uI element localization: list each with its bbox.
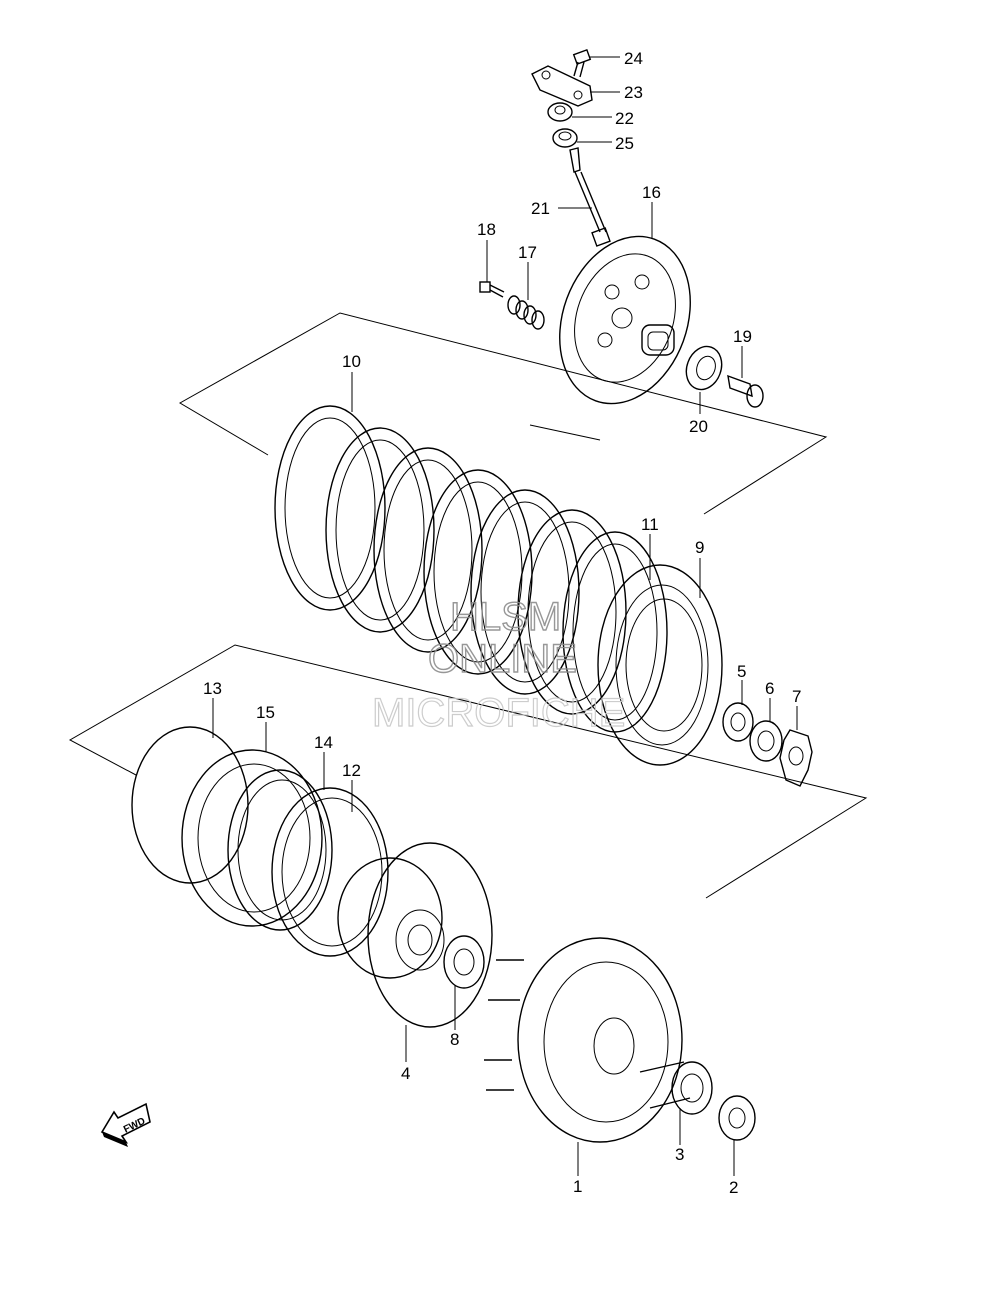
callout-10[interactable]: 10 — [342, 352, 361, 371]
hub-disk-9[interactable] — [597, 564, 723, 766]
fwd-arrow-icon: FWD — [100, 1102, 151, 1147]
callout-13[interactable]: 13 — [203, 679, 222, 698]
clutch-sleeve-hub-4[interactable] — [337, 842, 493, 1028]
bolt-24[interactable] — [572, 49, 592, 78]
lock-washer-7[interactable] — [779, 729, 813, 787]
callout-labels: 24 23 22 25 16 21 18 17 19 10 20 11 9 5 … — [203, 49, 801, 1197]
callout-6[interactable]: 6 — [765, 679, 774, 698]
spring-17[interactable] — [507, 295, 545, 330]
callout-11[interactable]: 11 — [641, 515, 659, 534]
callout-2[interactable]: 2 — [729, 1178, 738, 1197]
lifter-piece-19[interactable] — [727, 374, 764, 408]
callout-17[interactable]: 17 — [518, 243, 537, 262]
clutch-plate-stack-10[interactable] — [274, 405, 668, 733]
push-rod-21[interactable] — [569, 147, 611, 247]
thrust-washer-2[interactable] — [718, 1095, 756, 1141]
callout-20[interactable]: 20 — [689, 417, 708, 436]
spring-plate-15[interactable] — [181, 749, 323, 927]
callout-7[interactable]: 7 — [792, 687, 801, 706]
bearing-20[interactable] — [681, 342, 728, 395]
callout-25[interactable]: 25 — [615, 134, 634, 153]
nut-22[interactable] — [547, 102, 573, 122]
seal-25[interactable] — [552, 128, 578, 148]
watermark-line3: MICROFICHE — [372, 691, 625, 735]
callout-19[interactable]: 19 — [733, 327, 752, 346]
callout-22[interactable]: 22 — [615, 109, 634, 128]
callout-15[interactable]: 15 — [256, 703, 275, 722]
callout-4[interactable]: 4 — [401, 1064, 410, 1083]
ring-14[interactable] — [227, 769, 333, 931]
nut-5[interactable] — [722, 702, 754, 742]
callout-3[interactable]: 3 — [675, 1145, 684, 1164]
primary-driven-gear-1[interactable] — [484, 937, 683, 1143]
spacer-3[interactable] — [639, 1061, 713, 1115]
ring-12[interactable] — [271, 787, 389, 957]
callout-23[interactable]: 23 — [624, 83, 643, 102]
callout-21[interactable]: 21 — [531, 199, 550, 218]
callout-18[interactable]: 18 — [477, 220, 496, 239]
callout-5[interactable]: 5 — [737, 662, 746, 681]
callout-12[interactable]: 12 — [342, 761, 361, 780]
leader-lines — [212, 56, 798, 1176]
plate-23[interactable] — [531, 65, 593, 107]
watermark-line2: ONLINE — [428, 637, 577, 681]
pressure-plate-16[interactable] — [537, 218, 712, 422]
washer-8[interactable] — [443, 935, 485, 989]
callout-9[interactable]: 9 — [695, 538, 704, 557]
watermark-line1: HLSM — [450, 595, 561, 639]
bolt-18[interactable] — [479, 281, 505, 298]
washer-6[interactable] — [749, 720, 783, 762]
lower-group-frame — [68, 644, 868, 899]
callout-24[interactable]: 24 — [624, 49, 643, 68]
callout-16[interactable]: 16 — [642, 183, 661, 202]
spring-seat-13[interactable] — [131, 726, 249, 884]
callout-8[interactable]: 8 — [450, 1030, 459, 1049]
callout-1[interactable]: 1 — [573, 1177, 582, 1196]
callout-14[interactable]: 14 — [314, 733, 333, 752]
upper-group-frame — [178, 312, 828, 515]
watermark: HLSM ONLINE MICROFICHE — [371, 594, 626, 735]
